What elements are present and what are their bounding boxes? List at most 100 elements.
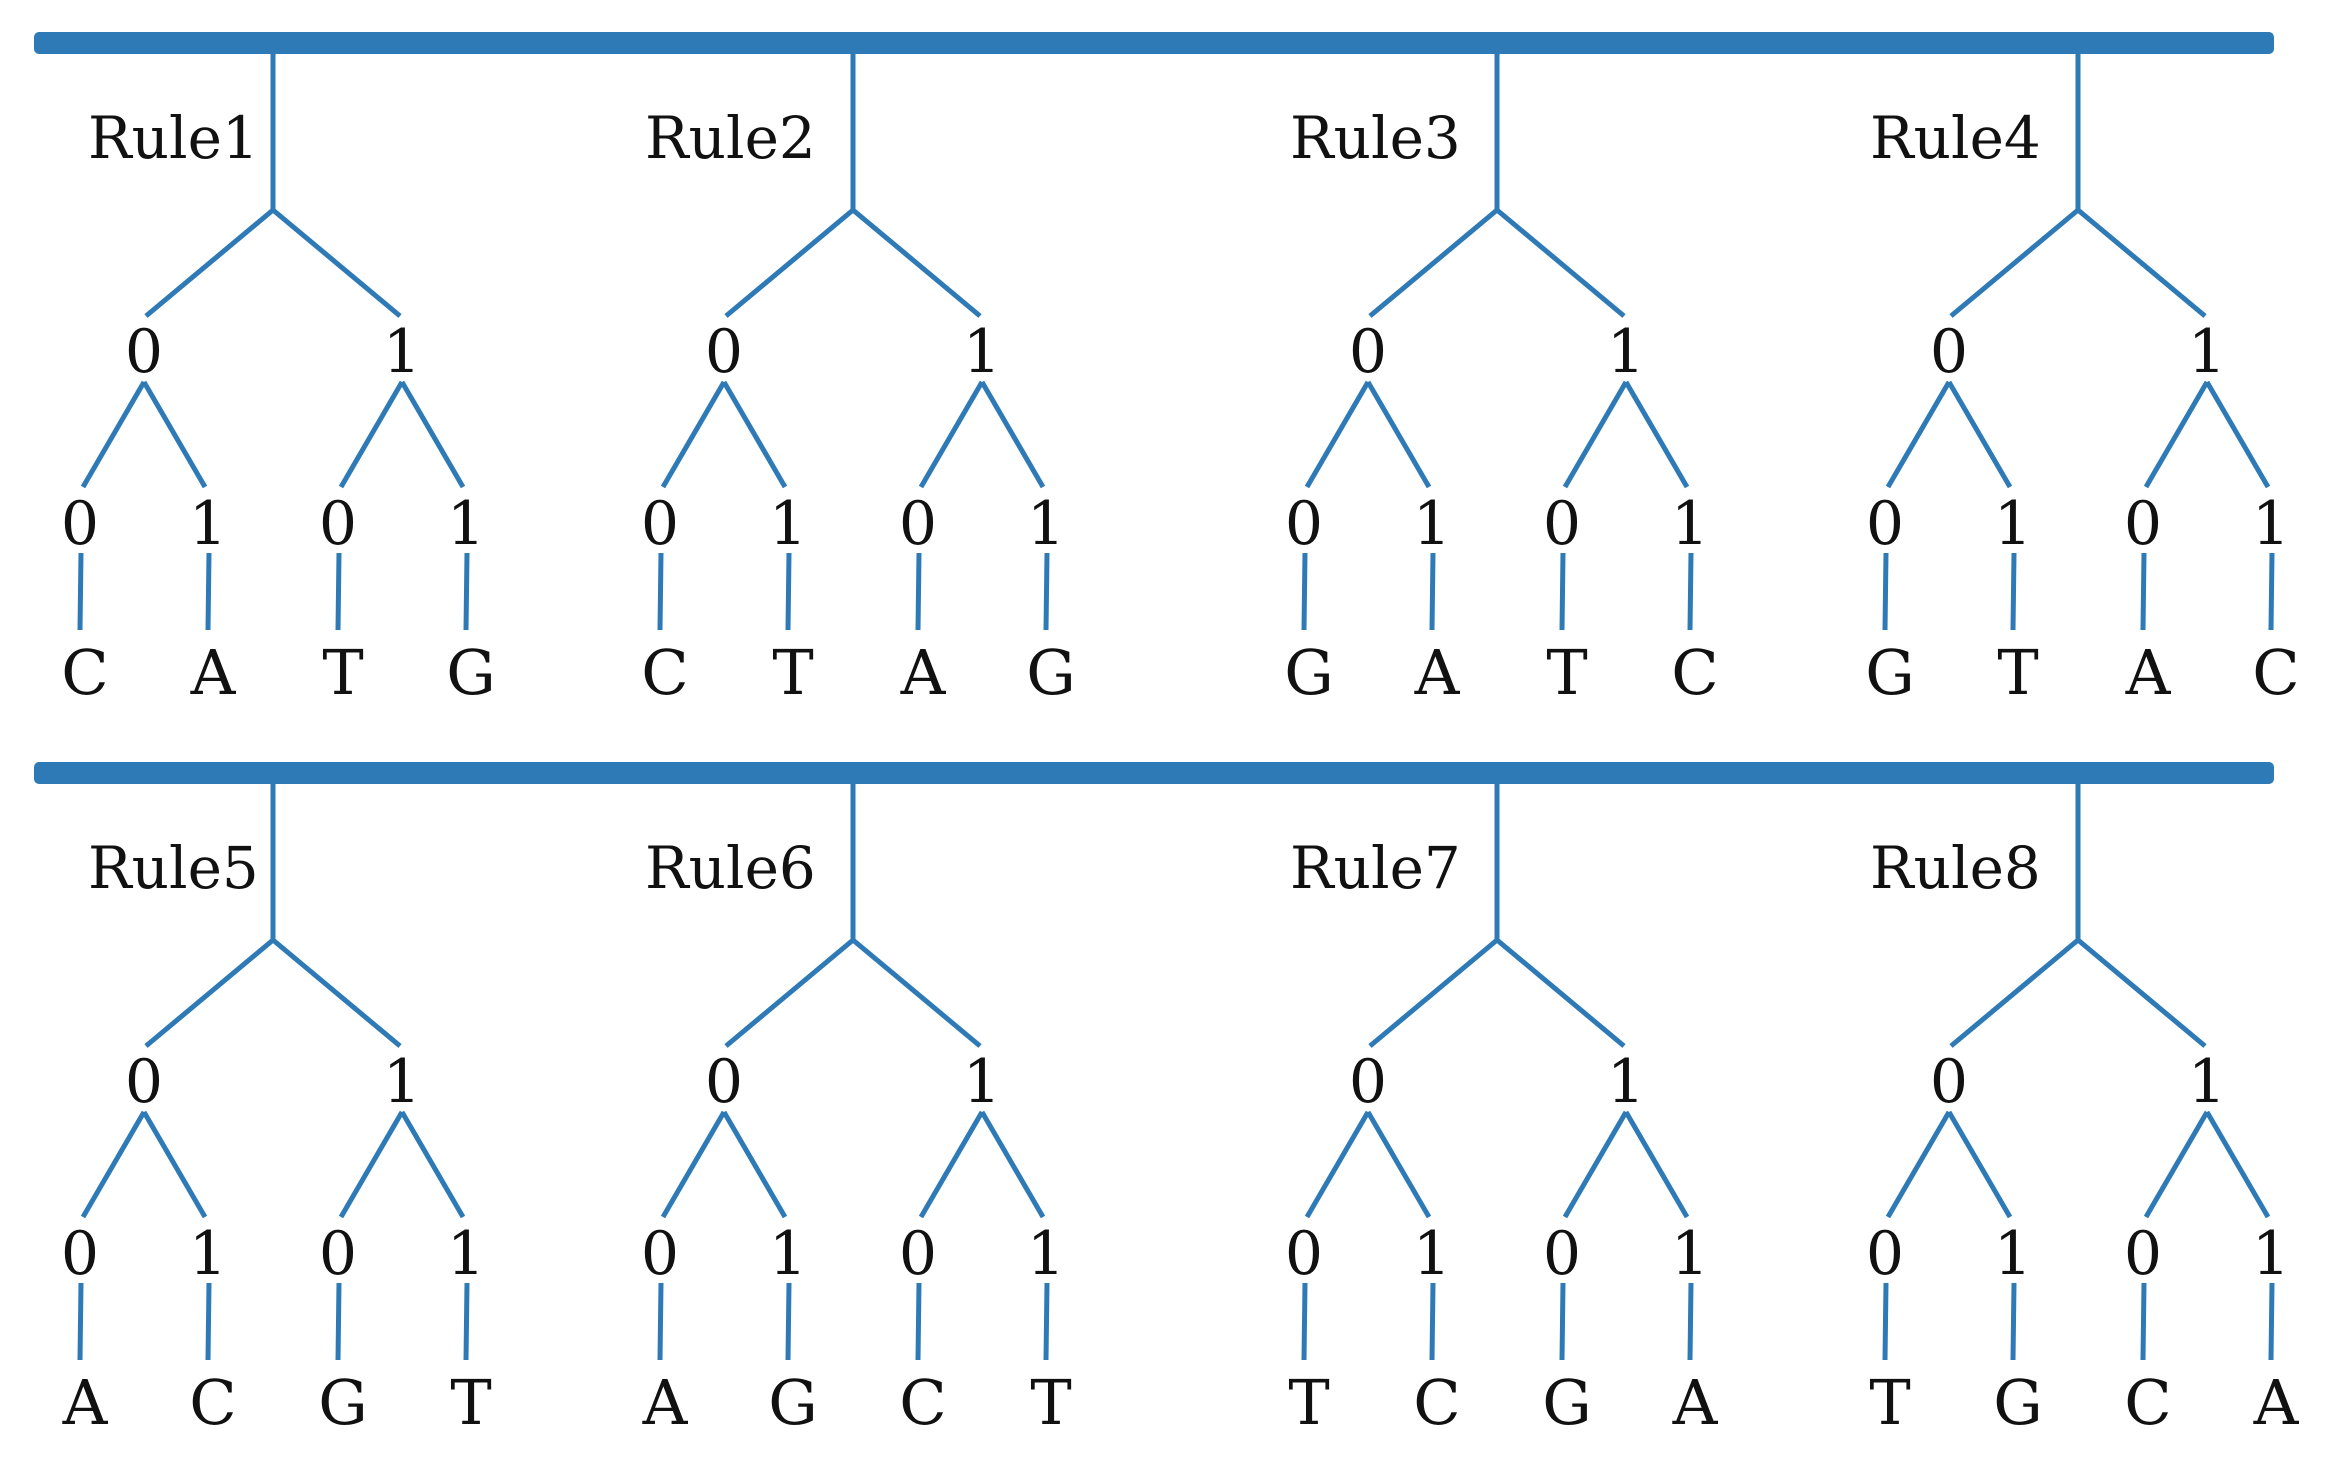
branch-line <box>1949 208 2080 318</box>
bus-bar <box>34 32 2274 54</box>
leaf-line <box>1429 1282 1436 1361</box>
branch-line <box>2143 380 2210 489</box>
base-label: G <box>1993 1366 2043 1439</box>
leaf-line <box>657 1282 664 1361</box>
base-label: A <box>1672 1366 1719 1439</box>
leaf-line <box>2010 552 2017 631</box>
base-label: G <box>1284 636 1334 709</box>
leaf-line <box>1301 1282 1308 1361</box>
branch-line <box>338 1110 405 1219</box>
base-label: T <box>1288 1366 1329 1439</box>
leaf-line <box>2268 552 2275 631</box>
sub-bit-label: 0 <box>319 489 357 559</box>
branch-line <box>721 380 788 489</box>
sub-bit-label: 1 <box>769 1219 807 1289</box>
branch-line <box>1304 1110 1371 1219</box>
sub-bit-label: 0 <box>1285 1219 1323 1289</box>
sub-bit-label: 1 <box>1671 489 1709 559</box>
bit-label: 0 <box>705 1047 743 1117</box>
bit-label: 1 <box>963 317 1001 387</box>
sub-bit-label: 1 <box>189 1219 227 1289</box>
branch-line <box>144 208 275 318</box>
base-label: C <box>899 1366 946 1439</box>
sub-bit-label: 1 <box>189 489 227 559</box>
bit-label: 0 <box>1930 317 1968 387</box>
leaf-line <box>2140 552 2147 631</box>
branch-line <box>1946 380 2013 489</box>
branch-line <box>80 380 147 489</box>
leaf-line <box>1559 552 1566 631</box>
leaf-line <box>1882 1282 1889 1361</box>
bit-label: 0 <box>125 317 163 387</box>
leaf-line <box>1429 552 1436 631</box>
branch-line <box>144 938 275 1048</box>
rule-label: Rule5 <box>88 834 259 902</box>
branch-line <box>721 1110 788 1219</box>
sub-bit-label: 1 <box>769 489 807 559</box>
base-label: C <box>1671 636 1718 709</box>
bus-bar <box>34 762 2274 784</box>
base-label: T <box>1997 636 2038 709</box>
bit-label: 1 <box>963 1047 1001 1117</box>
branch-line <box>724 208 855 318</box>
bit-label: 1 <box>2188 317 2226 387</box>
sub-bit-label: 1 <box>447 489 485 559</box>
base-label: C <box>2252 636 2299 709</box>
base-label: C <box>641 636 688 709</box>
branch-line <box>1885 1110 1952 1219</box>
rule-label: Rule8 <box>1870 834 2041 902</box>
leaf-line <box>2268 1282 2275 1361</box>
branch-line <box>80 1110 147 1219</box>
branch-line <box>660 1110 727 1219</box>
base-label: G <box>1865 636 1915 709</box>
base-label: T <box>772 636 813 709</box>
branch-line <box>1495 938 1626 1048</box>
leaf-line <box>77 1282 84 1361</box>
sub-bit-label: 0 <box>61 1219 99 1289</box>
sub-bit-label: 0 <box>641 489 679 559</box>
sub-bit-label: 1 <box>2252 1219 2290 1289</box>
bit-label: 1 <box>1607 1047 1645 1117</box>
bit-label: 0 <box>1349 317 1387 387</box>
leaf-line <box>77 552 84 631</box>
branch-line <box>851 208 982 318</box>
sub-bit-label: 0 <box>899 1219 937 1289</box>
branch-line <box>338 380 405 489</box>
sub-bit-label: 0 <box>1543 489 1581 559</box>
leaf-line <box>2010 1282 2017 1361</box>
leaf-line <box>785 1282 792 1361</box>
leaf-line <box>785 552 792 631</box>
base-label: T <box>1869 1366 1910 1439</box>
branch-line <box>1885 380 1952 489</box>
branch-line <box>1365 1110 1432 1219</box>
branch-line <box>399 1110 466 1219</box>
leaf-line <box>915 1282 922 1361</box>
sub-bit-label: 0 <box>2124 1219 2162 1289</box>
base-label: T <box>322 636 363 709</box>
base-label: T <box>1546 636 1587 709</box>
branch-line <box>271 208 402 318</box>
sub-bit-label: 0 <box>61 489 99 559</box>
base-label: G <box>1026 636 1076 709</box>
rule-label: Rule4 <box>1870 104 2041 172</box>
branch-line <box>918 1110 985 1219</box>
sub-bit-label: 0 <box>1866 1219 1904 1289</box>
rule-label: Rule1 <box>88 104 259 172</box>
leaf-line <box>205 552 212 631</box>
leaf-line <box>1687 1282 1694 1361</box>
sub-bit-label: 1 <box>2252 489 2290 559</box>
branch-line <box>1562 1110 1629 1219</box>
base-label: G <box>768 1366 818 1439</box>
base-label: A <box>2125 636 2172 709</box>
base-label: A <box>190 636 237 709</box>
sub-bit-label: 0 <box>1285 489 1323 559</box>
base-label: C <box>2124 1366 2171 1439</box>
leaf-line <box>1043 552 1050 631</box>
leaf-line <box>1882 552 1889 631</box>
